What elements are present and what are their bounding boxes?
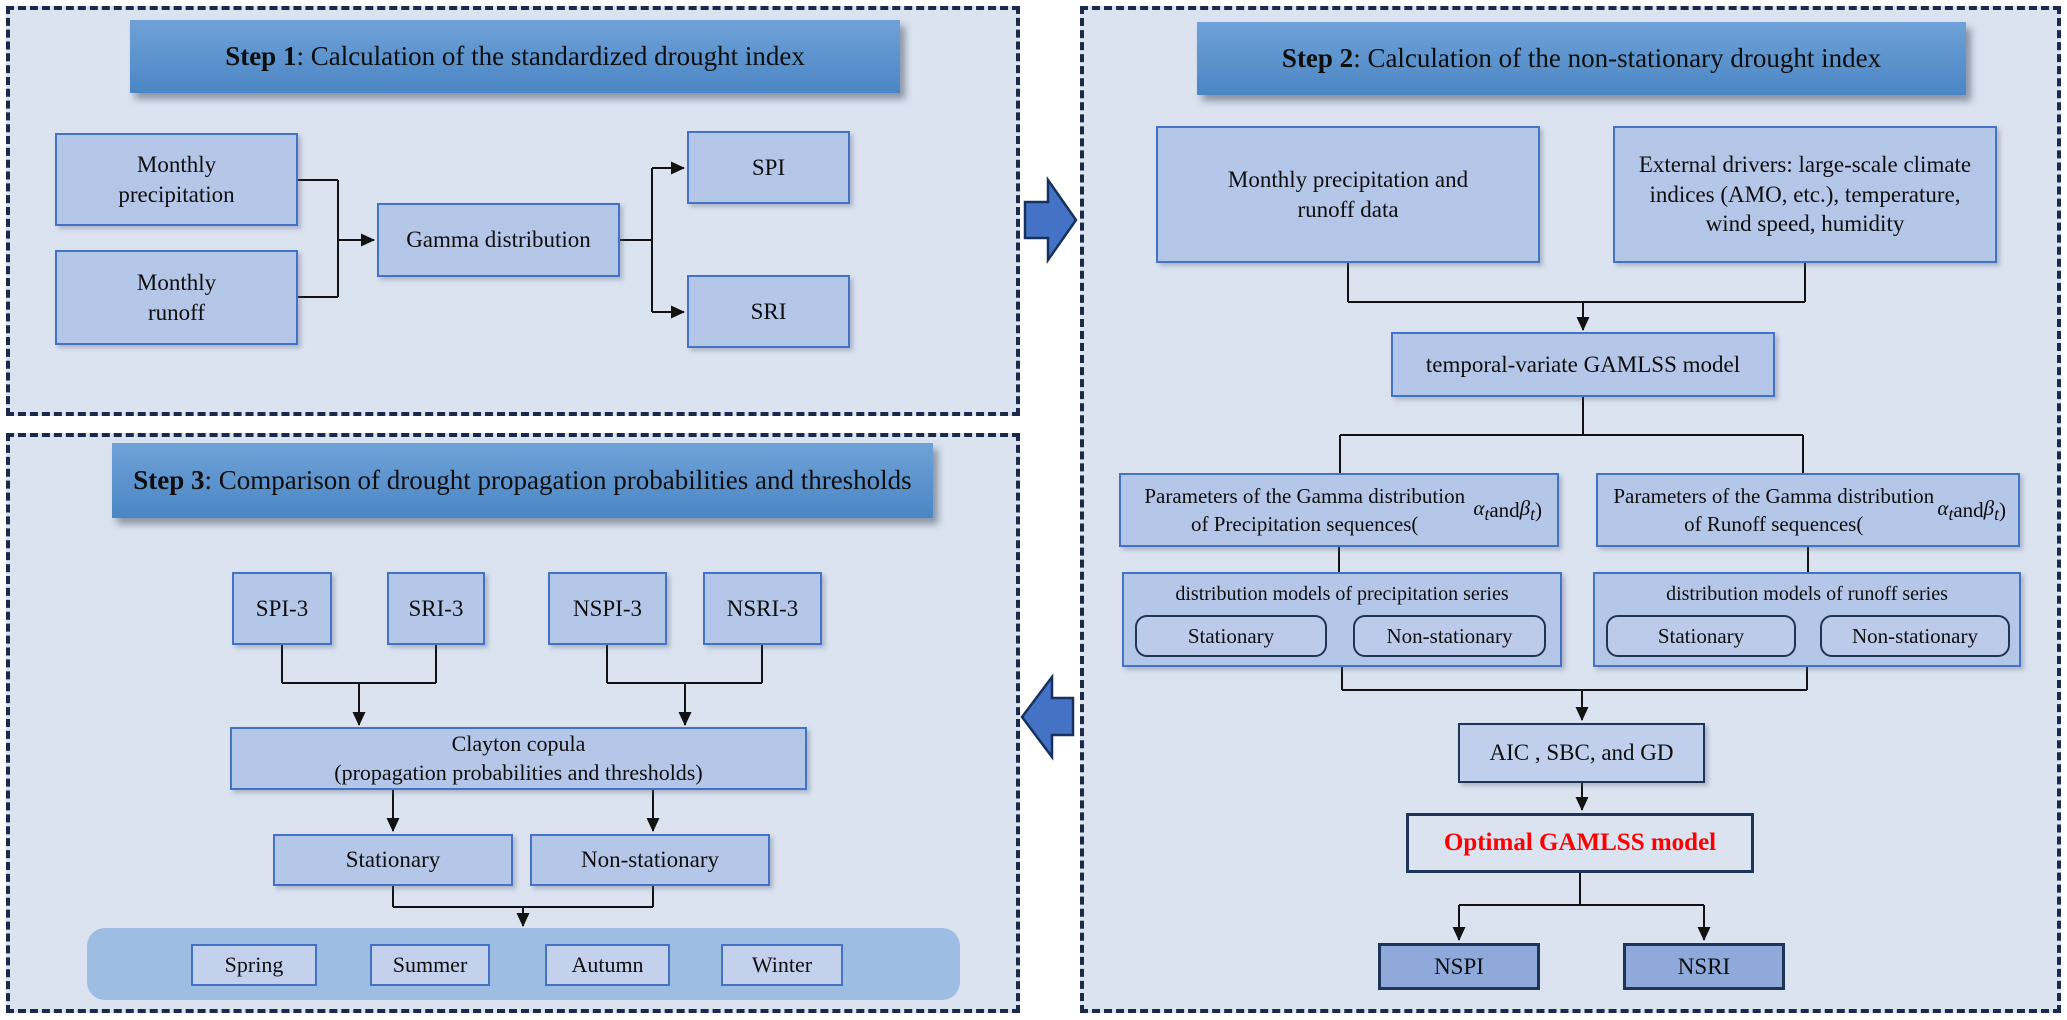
box-clayton-copula: Clayton copula (propagation probabilitie…	[230, 727, 807, 790]
box-nsri: NSRI	[1623, 943, 1785, 990]
flow-arrow-step1-to-step2-icon	[1023, 176, 1078, 264]
chip-stationary-runoff: Stationary	[1606, 615, 1796, 657]
box-criteria-aic-sbc-gd: AIC , SBC, and GD	[1458, 723, 1705, 783]
box-params-precipitation: Parameters of the Gamma distribution of …	[1119, 473, 1559, 547]
box-stationary: Stationary	[273, 834, 513, 886]
box-nsri3: NSRI-3	[703, 572, 822, 645]
box-sri: SRI	[687, 275, 850, 348]
box-external-drivers: External drivers: large-scale climate in…	[1613, 126, 1997, 263]
dist-models-runoff-title: distribution models of runoff series	[1666, 583, 1948, 605]
box-params-runoff: Parameters of the Gamma distribution of …	[1596, 473, 2020, 547]
box-input-data: Monthly precipitation and runoff data	[1156, 126, 1540, 263]
box-non-stationary: Non-stationary	[530, 834, 770, 886]
chip-nonstationary-precip: Non-stationary	[1353, 615, 1546, 657]
box-season-autumn: Autumn	[545, 944, 670, 986]
clayton-copula-subtitle: (propagation probabilities and threshold…	[334, 759, 703, 785]
box-season-winter: Winter	[721, 944, 843, 986]
step1-header: Step 1: Calculation of the standardized …	[130, 20, 900, 93]
step1-header-label: Step 1	[225, 41, 297, 71]
box-gamlss-model: temporal-variate GAMLSS model	[1391, 332, 1775, 397]
step1-header-title: : Calculation of the standardized drough…	[296, 41, 805, 71]
dist-models-precipitation-title: distribution models of precipitation ser…	[1175, 583, 1509, 605]
box-spi3: SPI-3	[232, 572, 332, 645]
flow-arrow-step2-to-step3-icon	[1020, 673, 1075, 761]
box-season-spring: Spring	[191, 944, 317, 986]
step2-header-label: Step 2	[1281, 43, 1354, 73]
chip-stationary-precip: Stationary	[1135, 615, 1327, 657]
box-nspi: NSPI	[1378, 943, 1540, 990]
panel-step3	[6, 433, 1020, 1013]
chip-nonstationary-runoff: Non-stationary	[1820, 615, 2010, 657]
box-nspi3: NSPI-3	[548, 572, 667, 645]
step3-header-label: Step 3	[133, 465, 205, 495]
step2-header: Step 2: Calculation of the non-stationar…	[1197, 22, 1966, 95]
step2-header-title: : Calculation of the non-stationary drou…	[1353, 43, 1882, 73]
box-spi: SPI	[687, 131, 850, 204]
box-gamma-distribution: Gamma distribution	[377, 203, 620, 277]
clayton-copula-title: Clayton copula	[451, 730, 586, 756]
step3-header: Step 3: Comparison of drought propagatio…	[112, 443, 933, 518]
box-monthly-precipitation: Monthly precipitation	[55, 133, 298, 226]
box-season-summer: Summer	[370, 944, 490, 986]
box-optimal-gamlss: Optimal GAMLSS model	[1406, 813, 1754, 873]
step3-header-title: : Comparison of drought propagation prob…	[204, 465, 912, 495]
box-sri3: SRI-3	[387, 572, 485, 645]
box-monthly-runoff: Monthly runoff	[55, 250, 298, 345]
